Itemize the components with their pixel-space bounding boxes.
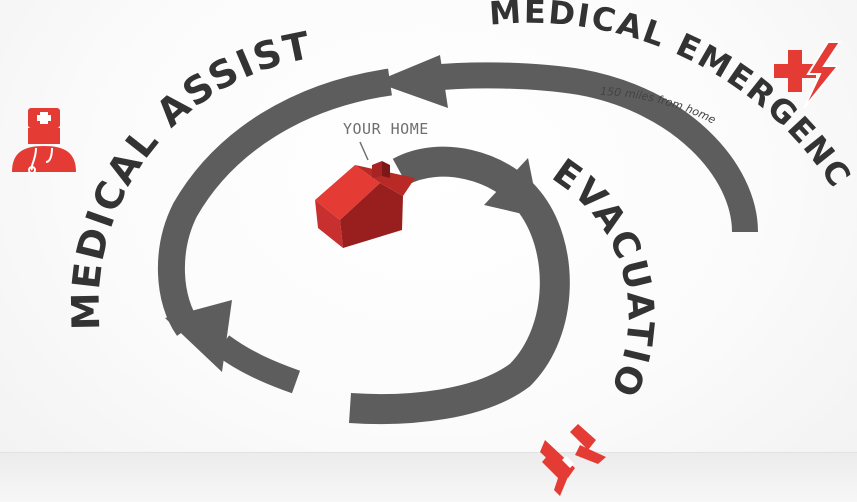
home-pointer-line bbox=[359, 141, 369, 161]
arc-arrow-emergency bbox=[375, 55, 758, 233]
airplane-icon bbox=[540, 424, 606, 496]
doctor-icon bbox=[12, 108, 76, 174]
arc-arrow-assistance bbox=[158, 68, 392, 394]
house-icon bbox=[315, 141, 415, 248]
your-home-label: YOUR HOME bbox=[343, 120, 429, 138]
medical-emergency-icon bbox=[774, 41, 842, 109]
floor-shadow bbox=[0, 452, 857, 502]
arc-arrow-evacuation bbox=[349, 146, 570, 425]
